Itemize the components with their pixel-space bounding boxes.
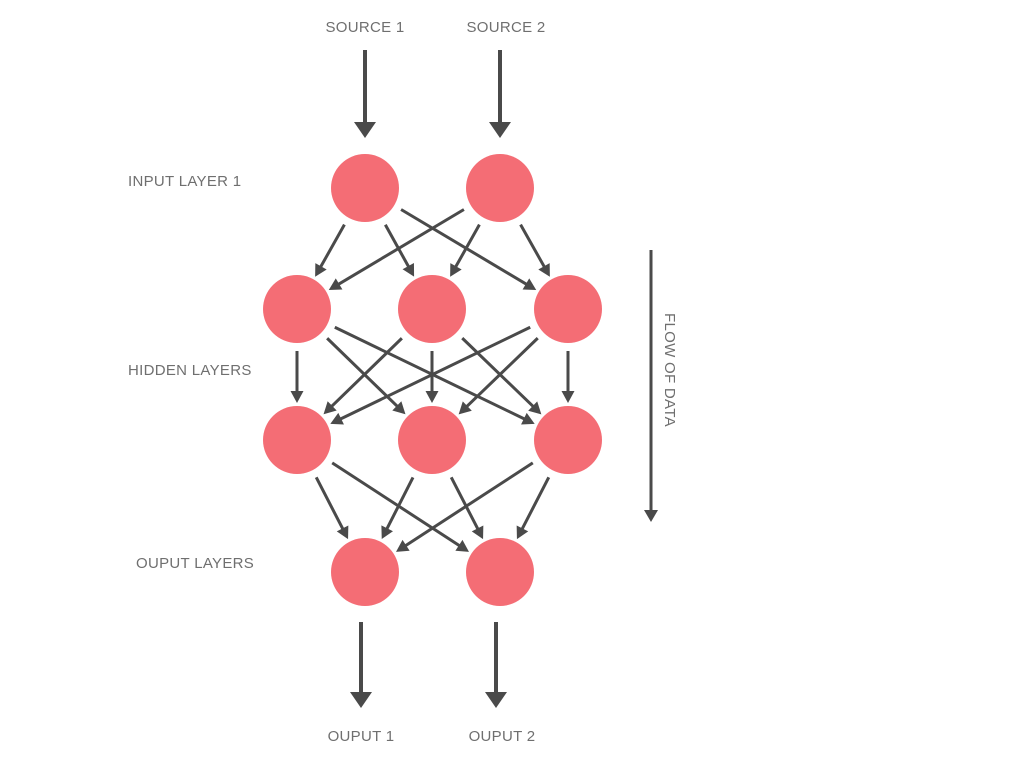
connection-hidden-1-2-to-hidden-2-3: [461, 337, 542, 415]
connection-hidden-1-1-to-hidden-2-2: [326, 337, 406, 415]
output-layers-label: OUPUT LAYERS: [136, 555, 254, 572]
hidden-2-node-1: [263, 406, 331, 474]
hidden-2-node-2: [398, 406, 466, 474]
connection-hidden-1-1-to-hidden-2-1: [290, 351, 304, 403]
output-node-1: [331, 538, 399, 606]
hidden-1-node-1: [263, 275, 331, 343]
connection-input-2-to-hidden-1-3: [519, 223, 550, 277]
neurons: [263, 154, 602, 606]
output-1-label: OUPUT 1: [328, 728, 395, 745]
input-node-2: [466, 154, 534, 222]
output-1-arrow: [350, 622, 372, 708]
hidden-2-node-3: [534, 406, 602, 474]
output-2-arrow: [485, 622, 507, 708]
connection-input-2-to-hidden-1-1: [328, 208, 465, 291]
connection-input-1-to-hidden-1-1: [315, 223, 346, 277]
connection-hidden-1-2-to-hidden-2-1: [323, 337, 403, 415]
flow-of-data-arrow: [644, 250, 658, 522]
hidden-layers-label: HIDDEN LAYERS: [128, 362, 252, 379]
connection-hidden-1-3-to-hidden-2-2: [458, 337, 539, 415]
connection-hidden-2-1-to-output-1: [314, 476, 349, 540]
source-2-label: SOURCE 2: [466, 19, 545, 36]
connection-hidden-2-3-to-output-2: [516, 476, 551, 540]
source-1-label: SOURCE 1: [325, 19, 404, 36]
input-node-1: [331, 154, 399, 222]
connection-input-1-to-hidden-1-3: [400, 208, 537, 291]
connection-hidden-2-1-to-output-2: [331, 461, 469, 552]
connection-hidden-2-2-to-output-2: [449, 476, 484, 540]
source-2-arrow: [489, 50, 511, 138]
hidden-1-node-2: [398, 275, 466, 343]
hidden-1-node-3: [534, 275, 602, 343]
output-node-2: [466, 538, 534, 606]
connection-hidden-1-3-to-hidden-2-3: [561, 351, 575, 403]
connection-hidden-2-3-to-output-1: [396, 461, 534, 552]
connection-hidden-1-1-to-hidden-2-3: [334, 325, 535, 425]
connections: [290, 50, 575, 708]
connection-hidden-1-2-to-hidden-2-2: [425, 351, 439, 403]
source-1-arrow: [354, 50, 376, 138]
connection-input-1-to-hidden-1-2: [384, 224, 415, 277]
connection-hidden-1-3-to-hidden-2-1: [330, 325, 531, 425]
connection-input-2-to-hidden-1-2: [450, 223, 481, 277]
input-layer-label: INPUT LAYER 1: [128, 173, 241, 190]
flow-of-data-label: FLOW OF DATA: [661, 313, 678, 427]
connection-hidden-2-2-to-output-1: [381, 476, 415, 540]
output-2-label: OUPUT 2: [469, 728, 536, 745]
